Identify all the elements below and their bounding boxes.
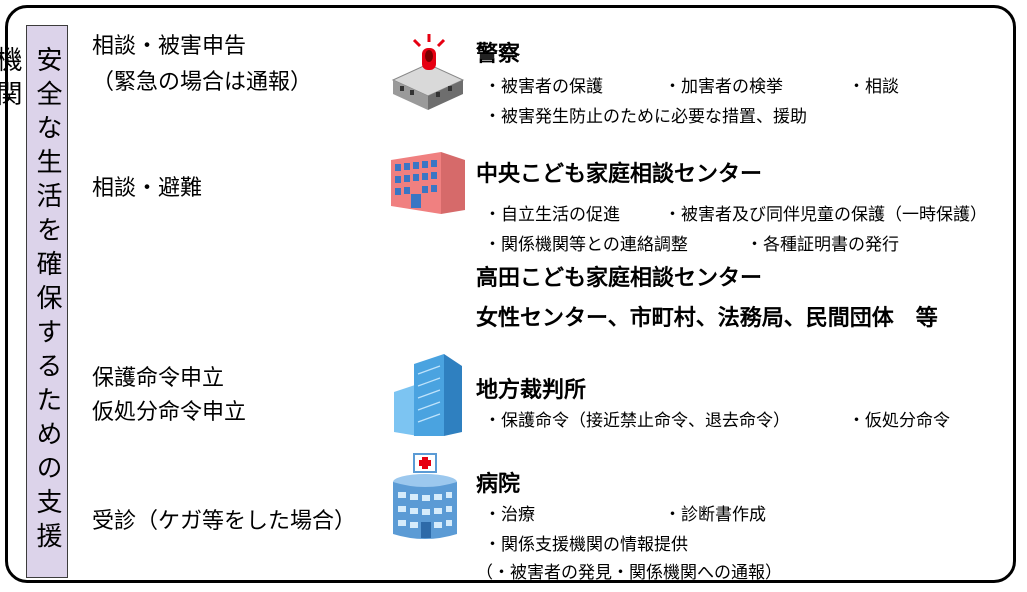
takada-center-title: 高田こども家庭相談センター <box>476 266 763 291</box>
court-item: ・保護命令（接近禁止命令、退去命令） <box>484 411 790 431</box>
hospital-item: ・治療 <box>484 505 535 525</box>
police-item: ・被害発生防止のために必要な措置、援助 <box>484 107 807 127</box>
court-title: 地方裁判所 <box>476 378 587 403</box>
center-item: ・関係機関等との連絡調整 <box>484 235 688 255</box>
hospital-action-label: 受診（ケガ等をした場合） <box>92 509 357 534</box>
hospital-icon <box>393 453 457 539</box>
skyscraper-icon <box>394 354 462 436</box>
police-item: ・相談 <box>848 77 899 97</box>
outer-frame <box>5 5 1016 583</box>
police-action-note: （緊急の場合は通報） <box>92 70 313 95</box>
center-item: ・自立生活の促進 <box>484 205 620 225</box>
hospital-item: （・被害者の発見・関係機関への通報） <box>476 563 782 583</box>
hospital-item: ・関係支援機関の情報提供 <box>484 535 688 555</box>
police-station-icon <box>391 34 465 110</box>
court-action-label: 保護命令申立 <box>92 366 225 391</box>
police-title: 警察 <box>476 42 521 67</box>
police-item: ・加害者の検挙 <box>664 77 783 97</box>
center-action-label: 相談・避難 <box>92 176 203 201</box>
center-title: 中央こども家庭相談センター <box>476 162 763 187</box>
court-item: ・仮処分命令 <box>848 411 950 431</box>
hospital-item: ・診断書作成 <box>664 505 766 525</box>
police-item: ・被害者の保護 <box>484 77 603 97</box>
court-action-label-2: 仮処分命令申立 <box>92 400 247 425</box>
police-action-label: 相談・被害申告 <box>92 34 247 59</box>
hospital-title: 病院 <box>476 472 521 497</box>
center-item: ・被害者及び同伴児童の保護（一時保護） <box>664 205 987 225</box>
center-item: ・各種証明書の発行 <box>746 235 899 255</box>
sidebar-banner: 安全な生活を確保するための支援機関 <box>0 25 68 578</box>
sidebar-title: 安全な生活を確保するための支援機関 <box>0 46 62 556</box>
building-icon <box>391 152 465 214</box>
other-agencies-title: 女性センター、市町村、法務局、民間団体 等 <box>476 306 938 331</box>
